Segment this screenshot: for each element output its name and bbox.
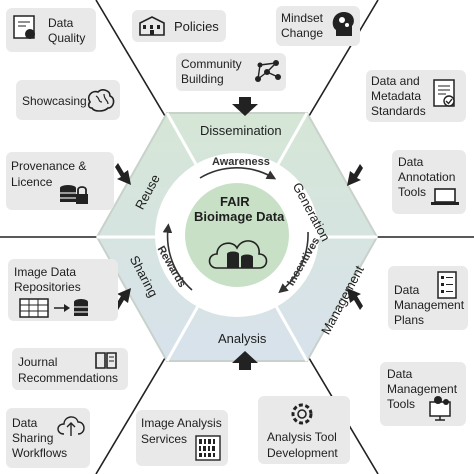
segment-analysis: Analysis — [218, 331, 267, 346]
external-arrows — [115, 97, 363, 370]
label-data-quality-2: Quality — [48, 31, 86, 45]
label-image-repositories-2: Repositories — [14, 280, 81, 294]
label-management-tools-2: Management — [387, 382, 458, 396]
book-icon — [95, 352, 117, 369]
label-annotation-tools-2: Annotation — [398, 170, 456, 184]
label-metadata-standards-2: Metadata — [371, 89, 422, 103]
label-management-tools-3: Tools — [387, 397, 416, 411]
label-policies: Policies — [174, 19, 219, 34]
table-to-database-icon — [19, 298, 88, 318]
center-circle — [185, 183, 289, 287]
card-showcasing — [16, 80, 120, 120]
cloud-database-icon — [208, 240, 268, 269]
checklist-icon — [437, 271, 457, 299]
laptop-icon — [431, 188, 459, 205]
label-metadata-standards-3: Standards — [371, 104, 426, 118]
monitor-gears-icon — [429, 396, 451, 421]
network-icon — [255, 60, 281, 82]
label-image-analysis-services-1: Image Analysis — [141, 416, 222, 430]
cloud-upload-icon — [57, 416, 85, 436]
label-provenance-licence-1: Provenance & — [11, 159, 87, 173]
label-data-quality-1: Data — [48, 16, 74, 30]
label-community-building-2: Building — [181, 72, 224, 86]
label-annotation-tools-1: Data — [398, 155, 424, 169]
card-management-tools — [380, 362, 466, 426]
brain-icon — [87, 89, 115, 112]
checklist-document-icon — [433, 79, 455, 107]
label-showcasing: Showcasing — [22, 94, 87, 108]
label-analysis-tool-development-2: Development — [267, 446, 338, 460]
label-management-plans-1: Data — [394, 283, 420, 297]
label-sharing-workflows-1: Data — [12, 416, 38, 430]
card-journal-recommendations — [12, 348, 128, 390]
ring-arrows — [162, 167, 309, 294]
binary-code-icon — [195, 435, 221, 461]
label-management-tools-1: Data — [387, 367, 413, 381]
label-community-building-1: Community — [181, 57, 242, 71]
database-lock-icon — [60, 185, 88, 204]
ring-awareness: Awareness — [212, 156, 270, 168]
label-journal-recommendations-1: Journal — [18, 355, 58, 369]
label-mindset-change-2: Change — [281, 26, 324, 40]
label-provenance-licence-2: Licence — [11, 175, 53, 189]
label-sharing-workflows-3: Workflows — [12, 446, 68, 460]
label-management-plans-3: Plans — [394, 313, 425, 327]
center-title-line1: FAIR — [220, 194, 250, 209]
label-journal-recommendations-2: Recommendations — [18, 371, 119, 385]
card-policies — [132, 10, 226, 42]
center-title-line2: Bioimage Data — [194, 209, 285, 224]
segment-dissemination: Dissemination — [200, 123, 282, 138]
label-annotation-tools-3: Tools — [398, 185, 427, 199]
head-gears-icon — [332, 12, 354, 36]
card-analysis-tool-development — [258, 396, 350, 464]
label-sharing-workflows-2: Sharing — [12, 431, 54, 445]
label-management-plans-2: Management — [394, 298, 465, 312]
label-image-analysis-services-2: Services — [141, 432, 188, 446]
label-mindset-change-1: Mindset — [281, 11, 324, 25]
label-analysis-tool-development-1: Analysis Tool — [267, 430, 337, 444]
certificate-icon — [13, 15, 35, 39]
building-icon — [139, 16, 165, 36]
label-metadata-standards-1: Data and — [371, 74, 420, 88]
gear-wrench-icon — [291, 403, 313, 425]
label-image-repositories-1: Image Data — [14, 265, 77, 279]
